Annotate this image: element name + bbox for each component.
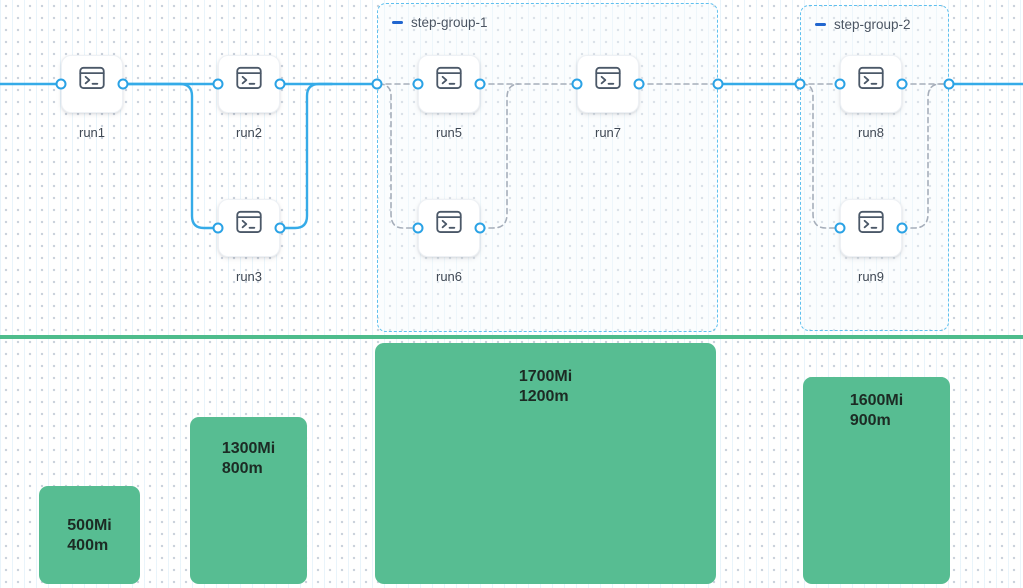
node-label: run3 — [235, 269, 263, 284]
bar-memory-value: 500Mi — [67, 517, 112, 534]
connection-port[interactable] — [212, 222, 224, 234]
group-label: step-group-2 — [834, 17, 911, 32]
connection-port[interactable] — [712, 78, 724, 90]
connection-port[interactable] — [474, 222, 486, 234]
connection-port[interactable] — [896, 222, 908, 234]
group-collapse-dash-icon — [815, 23, 826, 26]
resource-bar: 1600Mi 900m — [803, 377, 950, 584]
group-label: step-group-1 — [411, 15, 488, 30]
edges-layer — [0, 82, 1023, 230]
terminal-icon — [436, 210, 462, 233]
node-run3[interactable] — [218, 199, 280, 257]
edge-run9-group2out — [901, 83, 950, 229]
node-run5[interactable] — [418, 55, 480, 113]
connection-port[interactable] — [633, 78, 645, 90]
connection-port[interactable] — [412, 78, 424, 90]
bar-label: 1600Mi 900m — [850, 391, 903, 431]
bar-cpu-value: 1200m — [518, 388, 569, 405]
node-run9[interactable] — [840, 199, 902, 257]
connection-port[interactable] — [834, 222, 846, 234]
terminal-icon — [858, 210, 884, 233]
bar-memory-value: 1600Mi — [849, 392, 904, 409]
bar-memory-value: 1300Mi — [221, 440, 276, 457]
node-run1[interactable] — [61, 55, 123, 113]
bar-memory-value: 1700Mi — [518, 368, 573, 385]
terminal-icon — [436, 66, 462, 89]
node-label: run6 — [435, 269, 463, 284]
edge-run1-run3 — [121, 82, 220, 230]
node-label: run2 — [235, 125, 263, 140]
connection-port[interactable] — [212, 78, 224, 90]
bar-label: 1300Mi 800m — [222, 439, 275, 479]
connection-port[interactable] — [834, 78, 846, 90]
edge-group2-run9 — [801, 83, 841, 229]
edge-run6-run7 — [479, 83, 520, 229]
connection-port[interactable] — [794, 78, 806, 90]
bar-label: 500Mi 400m — [67, 516, 111, 556]
connection-port[interactable] — [412, 222, 424, 234]
connection-port[interactable] — [55, 78, 67, 90]
bar-cpu-value: 800m — [221, 460, 263, 477]
bar-cpu-value: 400m — [67, 537, 109, 554]
node-label: run7 — [594, 125, 622, 140]
terminal-icon — [79, 66, 105, 89]
node-run6[interactable] — [418, 199, 480, 257]
node-run2[interactable] — [218, 55, 280, 113]
terminal-icon — [236, 66, 262, 89]
connection-port[interactable] — [943, 78, 955, 90]
node-run7[interactable] — [577, 55, 639, 113]
connection-port[interactable] — [117, 78, 129, 90]
node-run8[interactable] — [840, 55, 902, 113]
bar-label: 1700Mi 1200m — [519, 367, 572, 407]
connection-port[interactable] — [474, 78, 486, 90]
group-collapse-dash-icon — [392, 21, 403, 24]
group-header: step-group-2 — [801, 6, 948, 32]
terminal-icon — [595, 66, 621, 89]
resource-chart-baseline — [0, 335, 1023, 339]
resource-bar: 500Mi 400m — [39, 486, 140, 584]
node-label: run9 — [857, 269, 885, 284]
connection-port[interactable] — [274, 222, 286, 234]
terminal-icon — [858, 66, 884, 89]
connection-port[interactable] — [371, 78, 383, 90]
edge-group1-run6 — [378, 83, 419, 229]
node-label: run8 — [857, 125, 885, 140]
bar-cpu-value: 900m — [849, 412, 891, 429]
connection-port[interactable] — [571, 78, 583, 90]
group-header: step-group-1 — [378, 4, 717, 30]
step-group-1[interactable]: step-group-1 — [377, 3, 718, 332]
edge-run3-merge — [278, 82, 334, 230]
node-label: run1 — [78, 125, 106, 140]
terminal-icon — [236, 210, 262, 233]
node-label: run5 — [435, 125, 463, 140]
resource-bar: 1700Mi 1200m — [375, 343, 716, 584]
connection-port[interactable] — [274, 78, 286, 90]
connection-port[interactable] — [896, 78, 908, 90]
resource-bar: 1300Mi 800m — [190, 417, 307, 584]
